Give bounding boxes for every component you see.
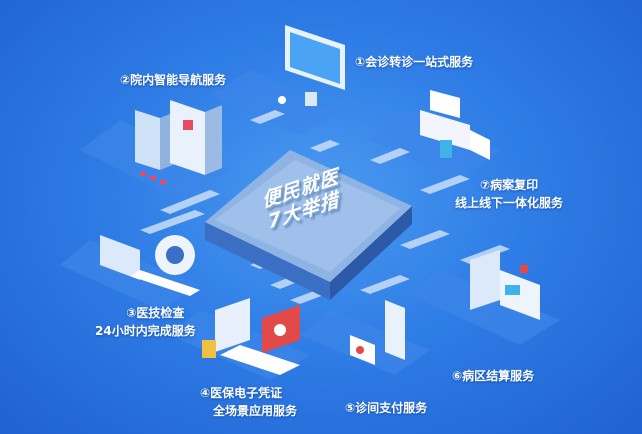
central-chip: [205, 150, 412, 300]
scene-consultation-monitor: [278, 25, 345, 106]
service-6-line: ⑥病区结算服务: [452, 369, 535, 383]
scene-insurance-voucher: [202, 298, 300, 375]
service-7-line1: ⑦病案复印: [480, 178, 539, 192]
label-service-1: ①会诊转诊一站式服务: [355, 53, 473, 71]
service-2-line: ②院内智能导航服务: [120, 73, 227, 87]
label-service-4: ④医保电子凭证 全场景应用服务: [200, 384, 297, 420]
scene-payment: [350, 300, 405, 365]
label-service-6: ⑥病区结算服务: [452, 367, 534, 385]
scene-record-printer: [420, 90, 490, 160]
service-7-line2: 线上线下一体化服务: [455, 196, 564, 210]
service-5-line: ⑤诊间支付服务: [345, 401, 428, 415]
scene-ward-settlement: [470, 250, 540, 320]
service-1-line: ①会诊转诊一站式服务: [355, 55, 474, 69]
service-3-line2: 24小时内完成服务: [95, 324, 196, 338]
label-service-7: ⑦病案复印 线上线下一体化服务: [455, 176, 563, 212]
label-service-2: ②院内智能导航服务: [120, 71, 226, 89]
label-service-5: ⑤诊间支付服务: [345, 399, 427, 417]
scene-ct-scanner: [100, 235, 200, 296]
service-4-line1: ④医保电子凭证: [200, 386, 283, 400]
label-service-3: ③医技检查 24小时内完成服务: [95, 304, 196, 340]
service-4-line2: 全场景应用服务: [213, 404, 298, 418]
scene-hospital-buildings: [135, 100, 222, 184]
service-3-line1: ③医技检查: [126, 306, 185, 320]
